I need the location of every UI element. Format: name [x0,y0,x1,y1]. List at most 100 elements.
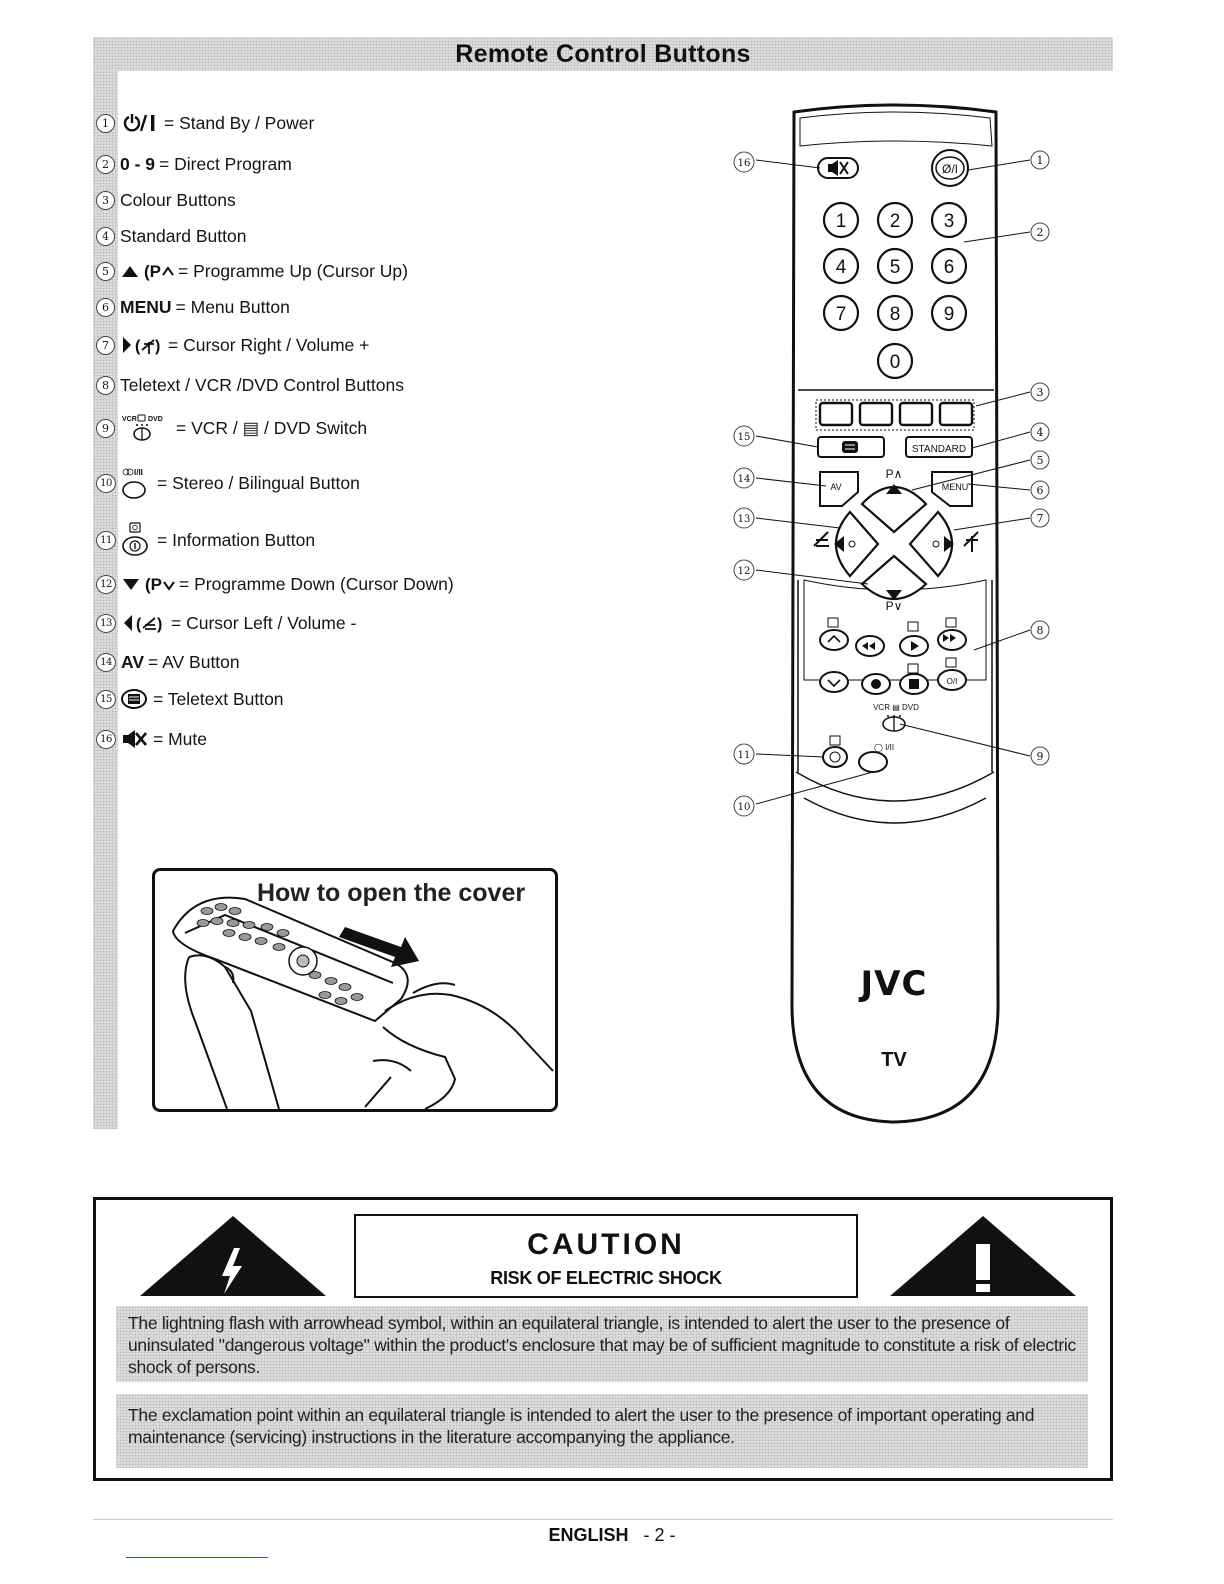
legend-item-teletext-vcr: 8 Teletext / VCR /DVD Control Buttons [96,368,404,402]
exclamation-explanation: The exclamation point within an equilate… [116,1394,1088,1468]
callout-number: 9 [96,418,115,438]
remote-digit-1[interactable]: 1 [822,201,860,239]
callout-16: 16 [733,151,755,173]
remote-digit-2[interactable]: 2 [876,201,914,239]
svg-text:11: 11 [738,750,751,761]
remote-page-up-button[interactable] [819,629,849,651]
legend-item-colour: 3 Colour Buttons [96,183,236,217]
cover-illustration: How to open the cover [152,868,558,1112]
remote-mute-button[interactable] [817,157,859,179]
footer-divider [93,1519,1113,1520]
legend-text: = Direct Program [159,153,292,174]
callout-15: 15 [733,425,755,447]
remote-vcr-power-button[interactable] [937,669,967,691]
legend-text: = Cursor Right / Volume + [168,334,370,355]
left-arrow-volume-down-icon: () [121,612,167,634]
svg-text:12: 12 [738,566,751,577]
standard-label: STANDARD [912,444,966,455]
callout-number: 3 [96,190,115,210]
svg-text:2: 2 [1037,226,1044,239]
footer-underline [126,1557,268,1558]
legend-text: = Stand By / Power [164,112,315,133]
remote-digit-9[interactable]: 9 [930,294,968,332]
svg-text:I/II: I/II [134,468,143,477]
legend-text: = Menu Button [175,296,290,317]
remote-colour-button-blue[interactable] [938,401,974,427]
callout-number: 4 [96,226,115,246]
remote-digit-0[interactable]: 0 [876,342,914,380]
legend-text: Teletext / VCR /DVD Control Buttons [120,374,404,395]
svg-text:9: 9 [1037,750,1044,763]
callout-2: 2 [1030,222,1050,242]
caution-title-box: CAUTION RISK OF ELECTRIC SHOCK [354,1214,858,1298]
remote-colour-button-yellow[interactable] [898,401,934,427]
remote-power-button[interactable]: Ø/I [931,149,969,187]
svg-text:16: 16 [738,158,751,169]
callout-7: 7 [1030,508,1050,528]
legend-text: = Programme Up (Cursor Up) [178,260,408,281]
svg-text:1: 1 [1037,154,1044,167]
remote-page-down-button[interactable] [819,671,849,693]
callout-number: 13 [96,613,116,633]
footer-language: ENGLISH [548,1525,629,1545]
remote-vcr-dvd-switch[interactable] [882,715,906,732]
legend-item-stereo: 10 I/II = Stereo / Bilingual Button [96,466,360,500]
remote-digit-7[interactable]: 7 [822,294,860,332]
remote-digit-8[interactable]: 8 [876,294,914,332]
legend-text: = Teletext Button [153,688,284,709]
right-arrow-volume-up-icon: () [120,334,164,356]
svg-text:8: 8 [1037,624,1044,637]
callout-5: 5 [1030,450,1050,470]
legend-item-right: 7 () = Cursor Right / Volume + [96,328,369,362]
digit-label: 3 [944,211,955,232]
callout-number: 10 [96,473,116,493]
remote-down-button[interactable] [860,554,928,600]
legend-item-prog-up: 5 (P = Programme Up (Cursor Up) [96,254,408,288]
legend-item-left: 13 () = Cursor Left / Volume - [96,606,356,640]
p-up-label: P∧ [886,467,903,481]
svg-text:4: 4 [1037,426,1044,439]
remote-av-button[interactable]: AV [819,471,859,507]
svg-text:): ) [155,338,160,355]
power-label: Ø/I [942,162,958,176]
legend-item-menu: 6 MENU = Menu Button [96,290,290,324]
digit-label: 5 [890,257,901,278]
remote-teletext-button[interactable] [817,436,885,458]
remote-colour-button-red[interactable] [818,401,854,427]
remote-digit-4[interactable]: 4 [822,247,860,285]
remote-stereo-button[interactable] [858,751,888,773]
menu-key-label: MENU [120,296,172,317]
model-label: TV [881,1049,907,1071]
av-label: AV [830,482,841,492]
av-key-label: AV [121,651,145,672]
callout-number: 12 [96,574,116,594]
remote-left-button[interactable] [835,510,880,578]
callout-6: 6 [1030,480,1050,500]
remote-digit-3[interactable]: 3 [930,201,968,239]
legend-text: Colour Buttons [120,189,236,210]
digit-label: 9 [944,304,955,325]
remote-digit-5[interactable]: 5 [876,247,914,285]
down-arrow-icon: (P [121,574,175,594]
digit-label: 6 [944,257,955,278]
page-footer: ENGLISH - 2 - [0,1525,1224,1546]
digit-label: 7 [836,304,847,325]
svg-text:6: 6 [1037,484,1044,497]
remote-menu-button[interactable]: MENU [931,471,973,507]
legend-item-standard: 4 Standard Button [96,219,246,253]
remote-diagram: Ø/I 1 2 3 4 5 6 7 8 9 0 [728,100,1058,1130]
caution-subtitle: RISK OF ELECTRIC SHOCK [490,1268,722,1288]
svg-text:(P: (P [145,575,162,594]
info-icon [121,522,153,558]
remote-standard-button[interactable]: STANDARD [905,436,973,458]
legend-text: = Stereo / Bilingual Button [157,472,360,493]
svg-text:): ) [157,616,162,633]
remote-right-button[interactable] [908,510,953,578]
callout-number: 14 [96,652,116,672]
remote-colour-button-green[interactable] [858,401,894,427]
remote-up-button[interactable] [860,485,928,534]
digit-label: 0 [890,352,901,373]
remote-digit-6[interactable]: 6 [930,247,968,285]
page-number: - 2 - [643,1525,676,1545]
